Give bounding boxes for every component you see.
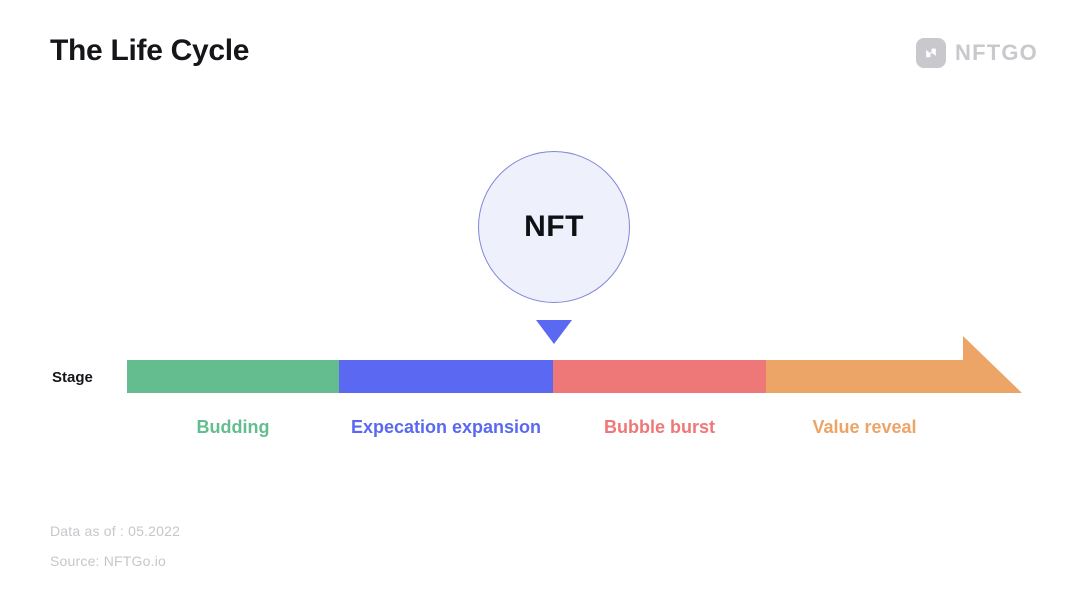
stage-label: Expecation expansion bbox=[350, 417, 542, 437]
stage-label-row: Budding Expecation expansion Bubble burst V… bbox=[127, 412, 963, 444]
stage-arrowhead-icon bbox=[963, 336, 1022, 393]
footer-note: Data as of : 05.2022 Source: NFTGo.io bbox=[50, 516, 180, 576]
stage-segment bbox=[553, 360, 766, 393]
stage-label: Budding bbox=[196, 417, 270, 437]
nftgo-arrow-icon bbox=[916, 38, 946, 68]
stage-segment bbox=[127, 360, 339, 393]
nft-bubble: NFT bbox=[478, 151, 630, 303]
footer-data-as-of: Data as of : 05.2022 bbox=[50, 523, 181, 539]
stage-label: Value reveal bbox=[812, 417, 917, 437]
nft-bubble-label: NFT bbox=[524, 210, 584, 243]
stage-label: Bubble burst bbox=[604, 417, 715, 437]
brand-logo: NFTGO bbox=[916, 38, 1038, 68]
footer-source: Source: NFTGo.io bbox=[50, 553, 167, 569]
stage-axis-label: Stage bbox=[52, 369, 93, 386]
brand-wordmark: NFTGO bbox=[955, 40, 1038, 65]
page-title: The Life Cycle bbox=[50, 34, 250, 67]
stage-bar bbox=[127, 360, 963, 393]
stage-segment bbox=[339, 360, 553, 393]
triangle-down-icon bbox=[536, 320, 572, 344]
stage-segment bbox=[766, 360, 963, 393]
